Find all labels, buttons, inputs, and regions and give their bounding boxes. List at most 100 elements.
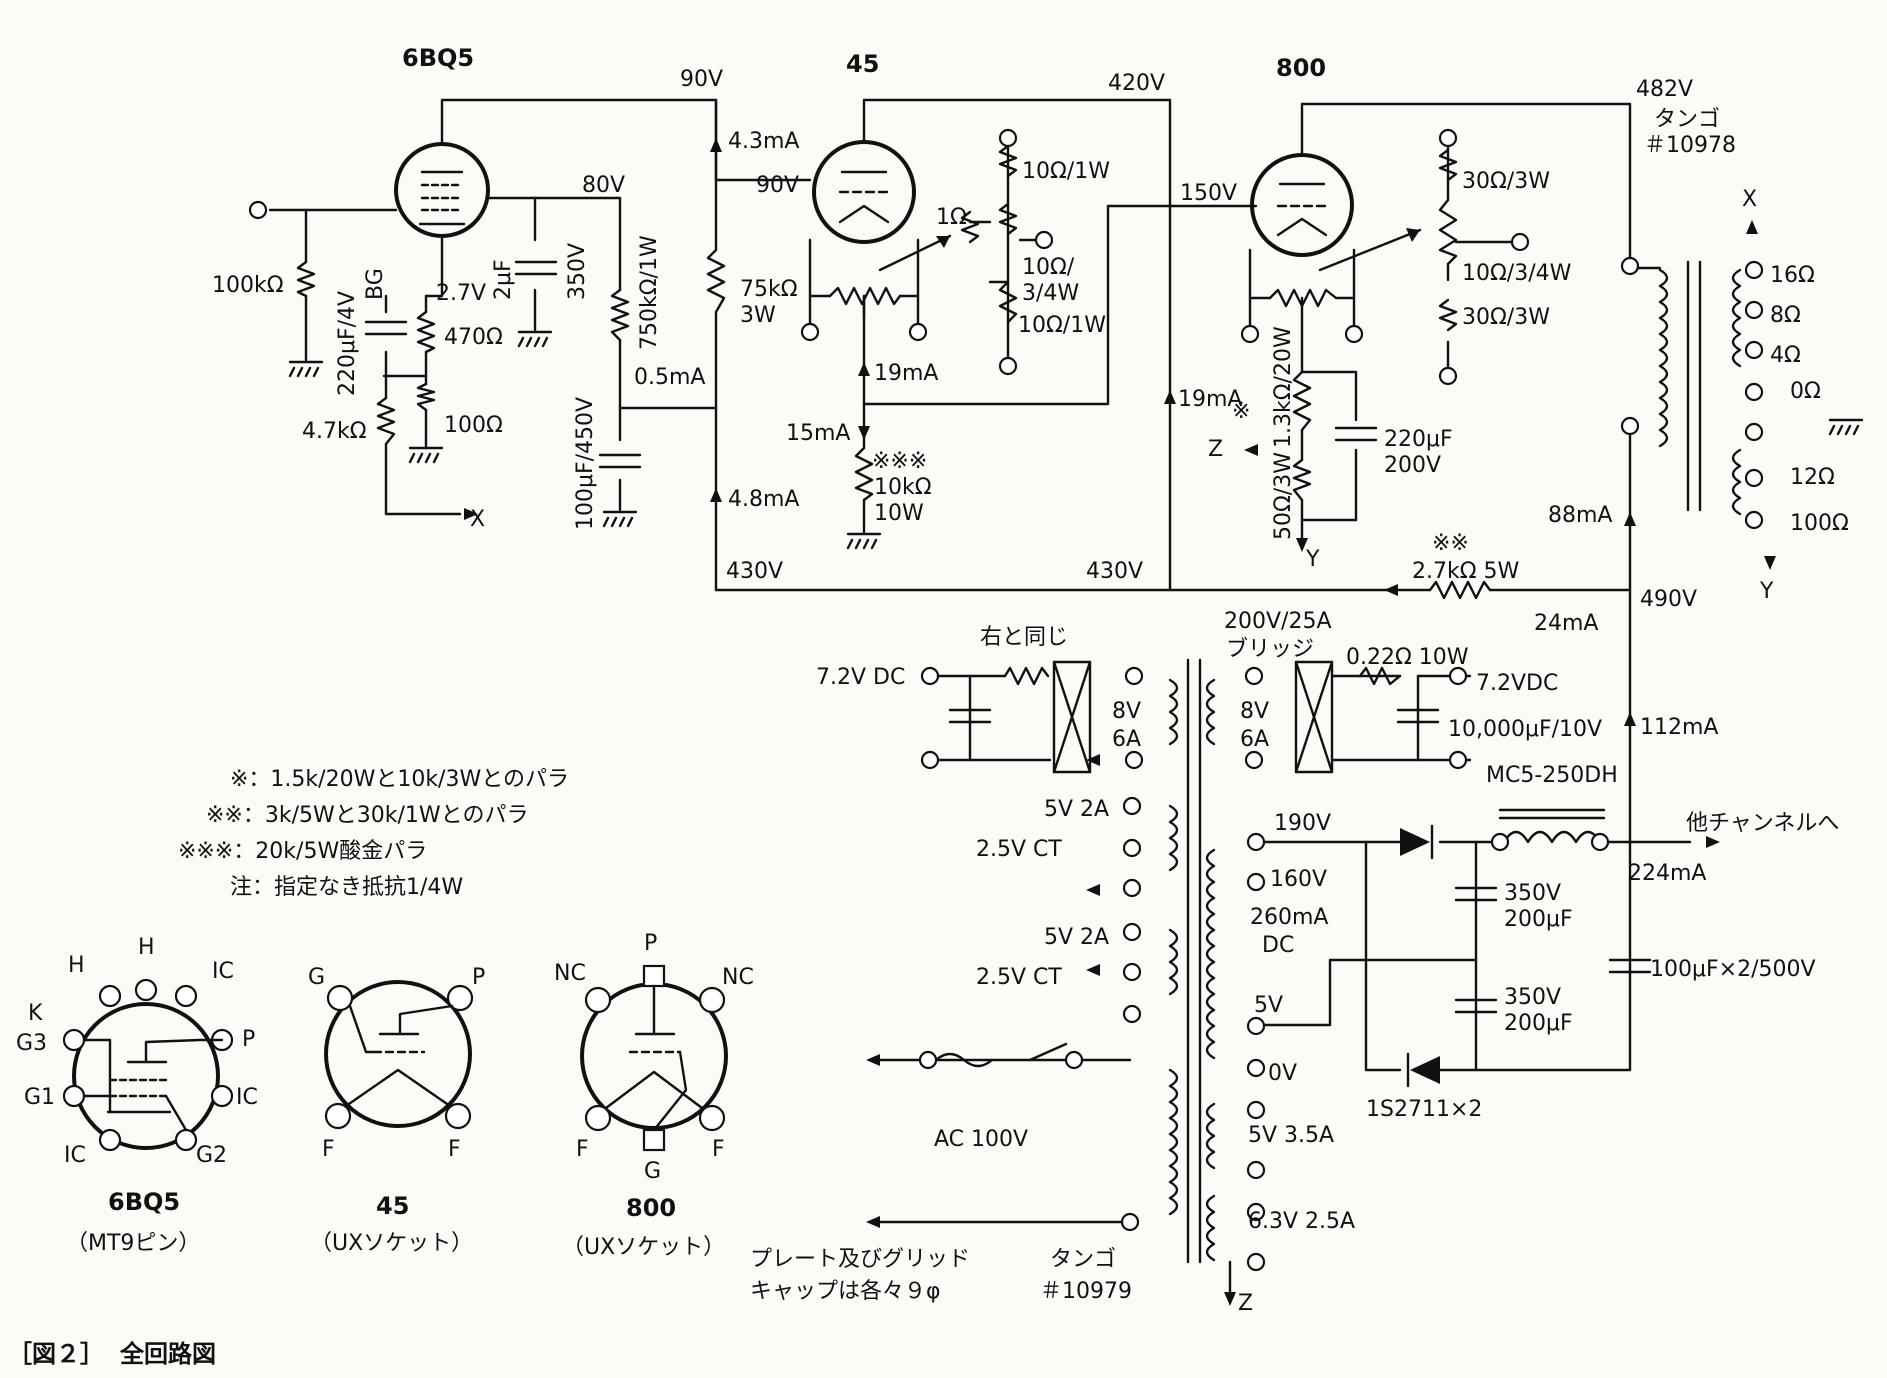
net-marker: Z xyxy=(1208,437,1223,462)
socket-subtitle: （UXソケット） xyxy=(310,1231,473,1256)
part-label: 10Ω/1W xyxy=(1022,159,1110,184)
pin-label: F xyxy=(712,1137,725,1162)
labels: 6BQ5 45 800 90V 420V 482V 80V 90V 150V 2… xyxy=(178,44,1849,1316)
part-label: 50Ω/3W xyxy=(1271,452,1296,540)
part-label: 1.3kΩ/20W xyxy=(1271,326,1296,448)
net-marker: Y xyxy=(1759,579,1774,604)
part-label: タンゴ xyxy=(1654,107,1720,132)
pin-label: P xyxy=(242,1027,255,1052)
legend-note: ※：1.5k/20Wと10k/3Wとのパラ xyxy=(230,767,569,792)
part-label: 3W xyxy=(740,303,776,328)
current-label: 4.8mA xyxy=(728,487,799,512)
part-label: 6A xyxy=(1112,727,1141,752)
net-marker: X xyxy=(470,507,485,532)
caption-title: 全回路図 xyxy=(119,1340,216,1368)
part-label: 10,000μF/10V xyxy=(1448,717,1602,742)
part-label: 10kΩ xyxy=(874,475,932,500)
part-label: BG xyxy=(363,268,388,300)
socket-subtitle: （UXソケット） xyxy=(562,1235,725,1260)
fuse-and-switch xyxy=(934,1042,1068,1068)
part-label: ブリッジ xyxy=(1226,637,1314,662)
part-label: 5V 2A xyxy=(1044,797,1109,822)
tube-label-45: 45 xyxy=(846,50,879,78)
part-label: 100μF/450V xyxy=(573,397,598,530)
output-tap-label: 8Ω xyxy=(1770,303,1801,328)
socket-800: P NC NC F F G 800 （UXソケット） xyxy=(554,931,754,1260)
part-label: 350V xyxy=(1504,881,1561,906)
net-marker: X xyxy=(1742,187,1757,212)
pin-label: P xyxy=(644,931,657,956)
part-label: 260mA xyxy=(1250,905,1328,930)
capacitors xyxy=(364,260,1652,1014)
part-label: 200μF xyxy=(1504,907,1573,932)
note-mark: ※※ xyxy=(1432,531,1469,556)
socket-name: 800 xyxy=(626,1194,676,1222)
voltage-label: 430V xyxy=(1086,559,1143,584)
pin-label: H xyxy=(138,935,155,960)
part-label: 100μF×2/500V xyxy=(1650,957,1816,982)
part-label: 10Ω/1W xyxy=(1018,313,1106,338)
pin-label: F xyxy=(322,1137,335,1162)
wiring xyxy=(268,98,1692,1224)
part-label: 470Ω xyxy=(444,325,503,350)
power-transformer xyxy=(1168,658,1232,1302)
part-label: 8V xyxy=(1112,699,1141,724)
tube-6bq5-symbol xyxy=(394,142,490,238)
output-tap-label: 16Ω xyxy=(1770,263,1815,288)
net-marker: Y xyxy=(1305,547,1320,572)
part-label: 350V xyxy=(1504,985,1561,1010)
part-label: 30Ω/3W xyxy=(1462,169,1550,194)
part-label: 1Ω xyxy=(936,205,967,230)
part-label: プレート及びグリッド xyxy=(750,1247,970,1272)
note-mark: ※※※ xyxy=(872,449,927,474)
part-label: 6A xyxy=(1240,727,1269,752)
part-label: 右と同じ xyxy=(980,625,1068,650)
pin-label: G1 xyxy=(24,1085,55,1110)
voltage-label: 80V xyxy=(582,173,625,198)
current-label: 4.3mA xyxy=(728,129,799,154)
current-label: 0.5mA xyxy=(634,365,705,390)
socket-subtitle: （MT9ピン） xyxy=(66,1231,200,1256)
current-label: 88mA xyxy=(1548,503,1612,528)
part-label: 10Ω/3/4W xyxy=(1462,261,1572,286)
pin-label: NC xyxy=(554,961,586,986)
part-label: 4.7kΩ xyxy=(302,419,367,444)
part-label: 1S2711×2 xyxy=(1366,1097,1482,1122)
part-label: 100kΩ xyxy=(212,273,284,298)
part-label: MC5-250DH xyxy=(1486,763,1618,788)
resistors xyxy=(296,144,1492,686)
voltage-label: 482V xyxy=(1636,77,1693,102)
voltage-label: 90V xyxy=(756,173,799,198)
output-tap-label: 4Ω xyxy=(1770,343,1801,368)
pin-label: F xyxy=(448,1137,461,1162)
socket-name: 45 xyxy=(376,1192,409,1220)
voltage-label: 430V xyxy=(726,559,783,584)
part-label: 100Ω xyxy=(444,413,503,438)
part-label: ＃10978 xyxy=(1644,133,1736,158)
pin-label: G2 xyxy=(196,1143,227,1168)
diodes xyxy=(1400,824,1440,1088)
voltage-label: 0V xyxy=(1268,1061,1297,1086)
part-label: 5V 2A xyxy=(1044,925,1109,950)
part-label: 7.2V DC xyxy=(816,665,905,690)
part-label: 10Ω/ xyxy=(1022,255,1075,280)
part-label: DC xyxy=(1262,933,1294,958)
part-label: 200V xyxy=(1384,453,1441,478)
bridge-rectifiers xyxy=(1052,660,1334,774)
note-mark: ※ xyxy=(1232,399,1250,424)
current-label: 24mA xyxy=(1534,611,1598,636)
part-label: 2.5V CT xyxy=(976,965,1062,990)
pin-label: H xyxy=(68,953,85,978)
output-tap-label: 12Ω xyxy=(1790,465,1835,490)
part-label: 75kΩ xyxy=(740,277,798,302)
part-label: 30Ω/3W xyxy=(1462,305,1550,330)
pin-label: IC xyxy=(212,959,234,984)
part-label: 200V/25A xyxy=(1224,609,1332,634)
part-label: 10W xyxy=(874,501,924,526)
part-label: タンゴ xyxy=(1050,1247,1116,1272)
tube-label-6bq5: 6BQ5 xyxy=(402,44,474,72)
voltage-label: 160V xyxy=(1270,867,1327,892)
current-label: 19mA xyxy=(874,361,938,386)
output-transformer xyxy=(1658,260,1742,516)
